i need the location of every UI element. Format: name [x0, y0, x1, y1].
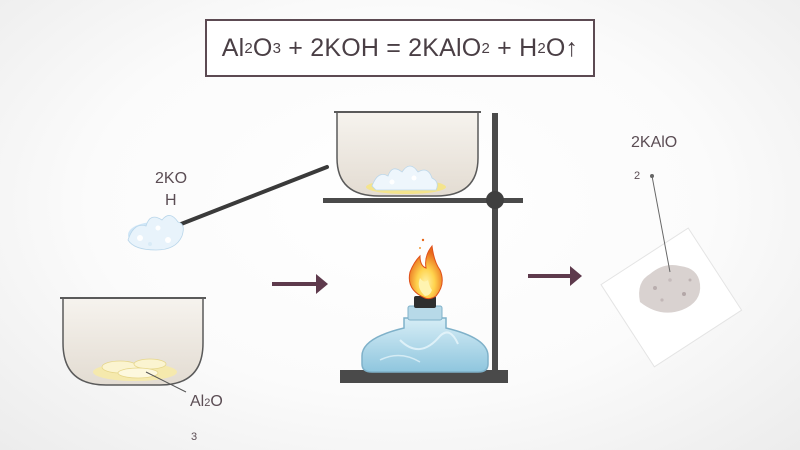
- al2o3-label-sub3: 3: [191, 427, 197, 447]
- alcohol-lamp: [362, 296, 488, 372]
- flame: [409, 239, 442, 299]
- arrow-right-1: [272, 274, 328, 294]
- product-label: 2KAlO: [631, 133, 677, 153]
- al2o3-label-o: O: [210, 393, 222, 410]
- koh-label-line2: H: [155, 190, 187, 212]
- arrow-right-2: [528, 266, 582, 286]
- koh-powder: [128, 215, 183, 250]
- product-label-sub: 2: [634, 166, 640, 186]
- koh-label-line1: 2KO: [155, 168, 187, 190]
- al2o3-label-al: Al: [190, 393, 204, 410]
- koh-label: 2KO H: [155, 168, 187, 212]
- al2o3-label: Al2O: [190, 392, 223, 413]
- product-leader-dot: [650, 174, 654, 178]
